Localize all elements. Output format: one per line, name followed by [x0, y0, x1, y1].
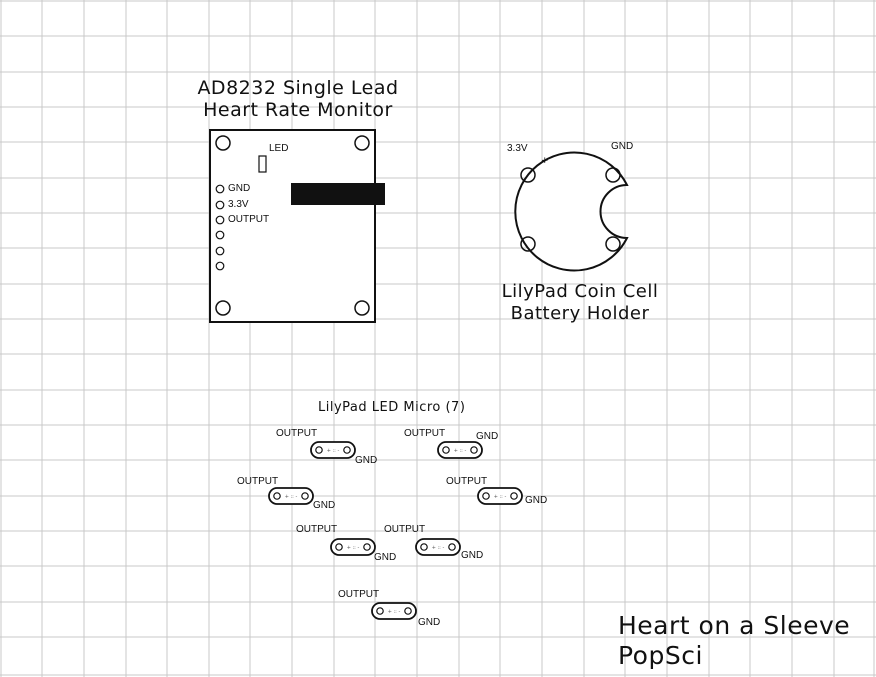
led-output-label: OUTPUT	[296, 524, 338, 535]
sew-tab	[605, 236, 621, 252]
ecg-title-line2: Heart Rate Monitor	[203, 99, 393, 121]
led-sew-tab	[482, 492, 490, 500]
ecg-module-board	[209, 129, 385, 323]
led-board-marking: + :: -	[285, 494, 298, 500]
ecg-module-title: AD8232 Single Lead Heart Rate Monitor	[180, 77, 416, 121]
credit-line1: Heart on a Sleeve	[618, 611, 851, 640]
led-output-label: OUTPUT	[384, 524, 426, 535]
led-output-label: OUTPUT	[338, 589, 380, 600]
mounting-hole	[354, 135, 370, 151]
led-sew-tab	[315, 446, 323, 454]
pin-pad	[215, 184, 225, 194]
led-sew-tab	[335, 543, 343, 551]
led-gnd-label: GND	[525, 495, 548, 506]
mounting-hole	[215, 300, 231, 316]
pin-pad	[215, 246, 225, 256]
led-board-marking: + :: -	[347, 545, 360, 551]
sew-tab	[520, 236, 536, 252]
battery-minus-label: GND	[611, 141, 634, 152]
led-sew-tab	[301, 492, 309, 500]
pin-pad	[215, 261, 225, 271]
led-sew-tab	[404, 607, 412, 615]
led-board-marking: + :: -	[327, 448, 340, 454]
led-micro-board: + :: -	[371, 602, 417, 620]
credit-line2: PopSci	[618, 641, 703, 670]
led-board-marking: + :: -	[432, 545, 445, 551]
pin-label-gnd: GND	[228, 183, 251, 194]
credits: Heart on a Sleeve PopSci	[618, 611, 850, 671]
led-micro-group: + :: -+ :: -+ :: -+ :: -+ :: -+ :: -+ ::…	[268, 441, 523, 620]
led-sew-tab	[343, 446, 351, 454]
led-gnd-label: GND	[418, 617, 441, 628]
battery-holder-board: + -	[514, 151, 629, 272]
battery-plus-label: 3.3V	[507, 143, 528, 154]
battery-title-line2: Battery Holder	[510, 303, 650, 324]
pin-label-output: OUTPUT	[228, 214, 270, 225]
led-micro-board: + :: -	[415, 538, 461, 556]
mounting-hole	[354, 300, 370, 316]
led-micro-board: + :: -	[268, 487, 314, 505]
plus-sign: +	[541, 156, 549, 166]
pin-label-3v3: 3.3V	[228, 199, 249, 210]
led-micro-board: + :: -	[477, 487, 523, 505]
led-micro-board: + :: -	[437, 441, 483, 459]
led-sew-tab	[442, 446, 450, 454]
mounting-hole	[215, 135, 231, 151]
led-sew-tab	[448, 543, 456, 551]
led-sew-tab	[420, 543, 428, 551]
led-sew-tab	[273, 492, 281, 500]
led-board-marking: + :: -	[454, 448, 467, 454]
led-output-label: OUTPUT	[446, 476, 488, 487]
sensor-connector	[291, 183, 385, 205]
led-sew-tab	[363, 543, 371, 551]
pin-pad	[215, 230, 225, 240]
led-output-label: OUTPUT	[276, 428, 318, 439]
led-gnd-label: GND	[476, 431, 499, 442]
led-label: LED	[269, 143, 289, 154]
led-gnd-label: GND	[374, 552, 397, 563]
minus-sign: -	[599, 154, 602, 164]
led-output-label: OUTPUT	[237, 476, 279, 487]
battery-holder-title: LilyPad Coin Cell Battery Holder	[470, 281, 690, 325]
minus-sew-tab	[605, 167, 621, 183]
led-group-title: LilyPad LED Micro (7)	[318, 400, 466, 415]
led-board-marking: + :: -	[388, 609, 401, 615]
pin-pad	[215, 200, 225, 210]
led-sew-tab	[376, 607, 384, 615]
led-gnd-label: GND	[313, 500, 336, 511]
led-micro-board: + :: -	[310, 441, 356, 459]
led-gnd-label: GND	[461, 550, 484, 561]
led-board-marking: + :: -	[494, 494, 507, 500]
plus-sew-tab	[520, 167, 536, 183]
led-sew-tab	[510, 492, 518, 500]
battery-title-line1: LilyPad Coin Cell	[501, 281, 659, 302]
led-micro-board: + :: -	[330, 538, 376, 556]
led-indicator	[258, 155, 267, 173]
led-sew-tab	[470, 446, 478, 454]
ecg-title-line1: AD8232 Single Lead	[197, 77, 399, 99]
pin-pad	[215, 215, 225, 225]
led-output-label: OUTPUT	[404, 428, 446, 439]
led-gnd-label: GND	[355, 455, 378, 466]
